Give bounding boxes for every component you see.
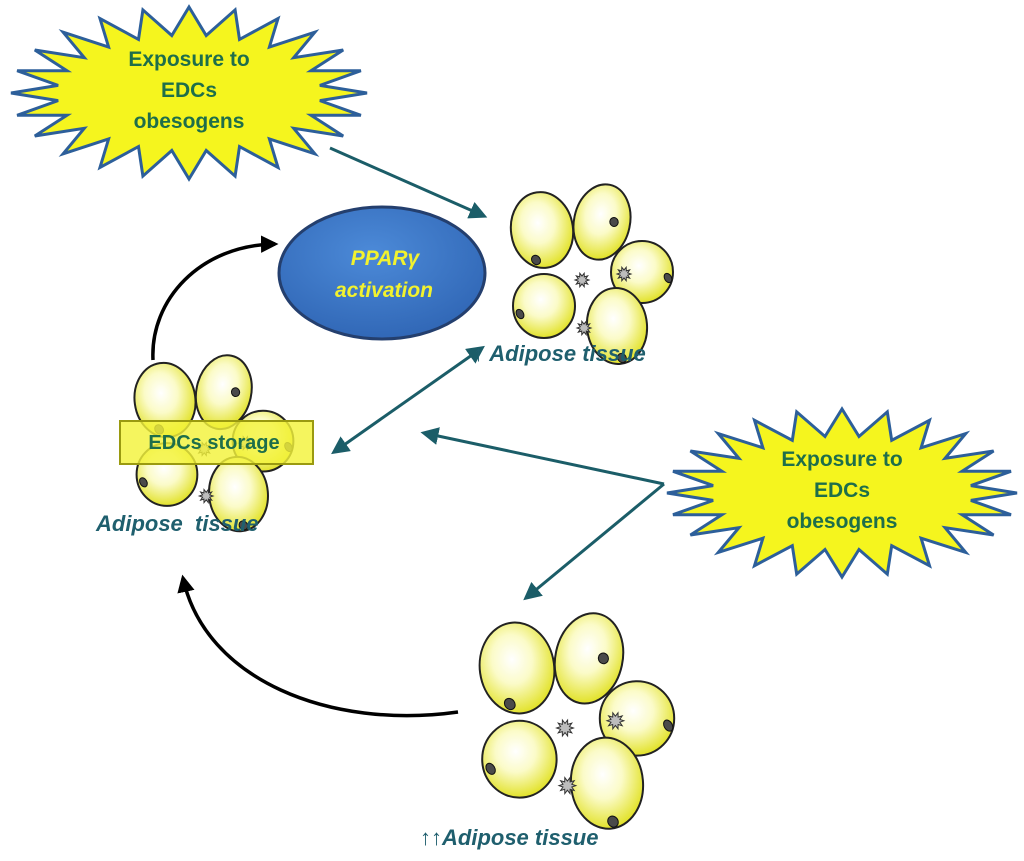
arrow-burst-to-storage [420, 427, 665, 486]
burst-right-line2: EDCs [814, 479, 870, 502]
ppar-activation-node: PPARγ activation [277, 205, 487, 341]
arrow-burst-to-tissue-bottom [523, 482, 665, 601]
edc-particle [615, 265, 633, 283]
exposure-burst-right: Exposure to EDCs obesogens [666, 406, 1018, 580]
storage-label: EDCs storage [148, 432, 279, 454]
adipocyte-cell [481, 719, 558, 799]
tissue-left-label: Adipose tissue [95, 511, 259, 536]
arrow-tissue-top-storage [331, 345, 485, 455]
burst-right-line3: obesogens [787, 510, 898, 533]
ppar-line2: activation [335, 279, 433, 302]
burst-shape-top [10, 4, 368, 182]
storage-rect [119, 420, 314, 465]
burst-top-line1: Exposure to [128, 48, 249, 71]
edc-particle [605, 711, 626, 731]
adipose-cluster-bottom [478, 612, 676, 830]
adipocyte-cell [553, 612, 625, 705]
burst-top-line3: obesogens [134, 110, 245, 133]
adipocyte-cell [509, 191, 575, 269]
burst-top-line2: EDCs [161, 79, 217, 102]
adipocyte-cell [598, 680, 676, 757]
adipocyte-cell [512, 273, 576, 339]
adipocyte-cell [478, 621, 556, 715]
edc-particle [575, 319, 593, 337]
edc-particle [197, 488, 215, 505]
edc-particle [555, 718, 575, 738]
tissue-top-label: ↑ Adipose tissue [473, 341, 646, 366]
arrow-burst-to-tissue-top [329, 146, 488, 219]
adipose-cluster-top [509, 183, 674, 365]
edc-particle [573, 271, 591, 289]
curved-arrow-to-tissue-left [177, 574, 459, 718]
adipocyte-cell [610, 240, 674, 304]
edc-particle [557, 776, 578, 796]
ppar-line1: PPARγ [351, 247, 421, 270]
tissue-bottom-label: ↑↑Adipose tissue [420, 825, 598, 850]
arrows [151, 146, 665, 718]
burst-right-line1: Exposure to [781, 448, 902, 471]
adipocyte-cell [572, 183, 632, 261]
curved-arrow-to-ppar [151, 235, 279, 361]
edcs-storage-box: EDCs storage [119, 420, 314, 465]
burst-shape-right [666, 406, 1018, 580]
ppar-ellipse [277, 205, 487, 341]
exposure-burst-top: Exposure to EDCs obesogens [10, 4, 368, 182]
